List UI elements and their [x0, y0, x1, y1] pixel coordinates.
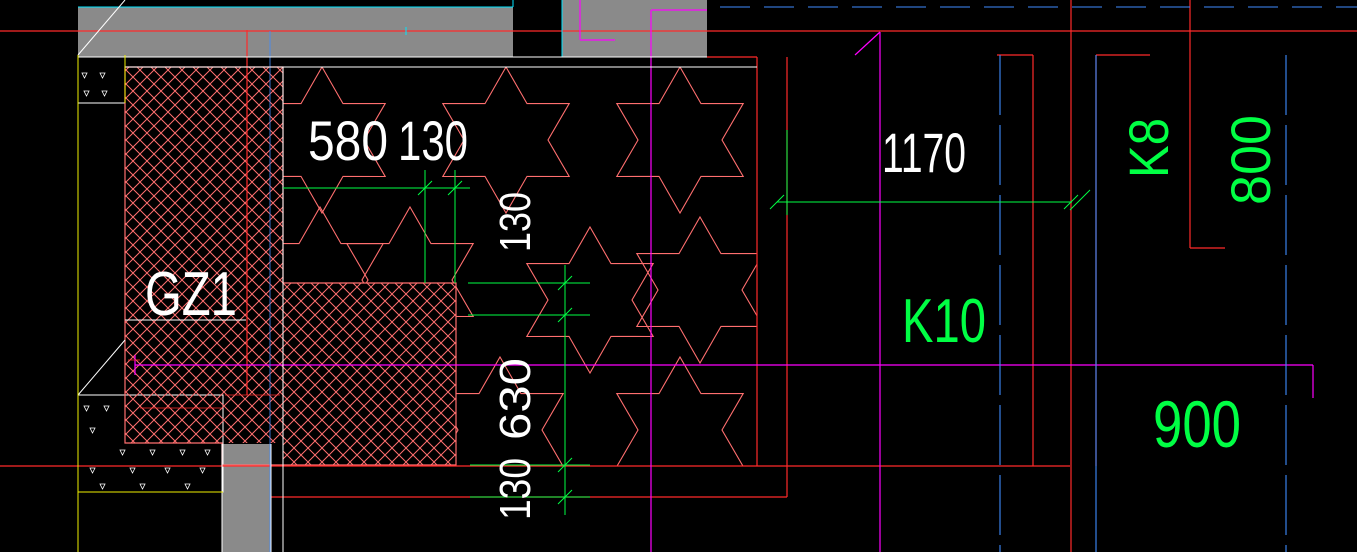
dim-130-vertical-label: 130 [491, 192, 540, 252]
dim-130-bottom-vertical-label: 130 [491, 458, 540, 520]
star-symbol [615, 355, 745, 466]
dim-630-vertical-label: 630 [491, 358, 540, 440]
column-hatch-left [125, 67, 283, 443]
dim-1170-label: 1170 [882, 121, 966, 184]
concrete-symbols [81, 72, 211, 490]
hatched-column [124, 66, 457, 466]
star-symbol [615, 67, 745, 215]
magenta-lines [134, 0, 1314, 552]
blue-axis-lines [269, 6, 1357, 552]
dimension-texts: 580 130 1170 130 630 130 GZ1 K8 K10 800 … [145, 109, 1282, 520]
cyan-lines [78, 0, 563, 57]
column-hatch-right [283, 283, 456, 465]
left-top-strip [77, 56, 126, 104]
star-symbol [283, 67, 387, 215]
star-symbol [441, 67, 571, 215]
dim-130-top-label: 130 [398, 109, 468, 172]
dim-800-label: 800 [1219, 115, 1282, 205]
dim-580-label: 580 [308, 109, 388, 172]
column-tag-gz1: GZ1 [145, 260, 237, 329]
star-symbol [635, 215, 757, 365]
tag-k8-label: K8 [1117, 118, 1180, 178]
tag-k10-label: K10 [902, 287, 986, 356]
star-symbol [525, 225, 655, 375]
column-hatch-black-gap [283, 67, 456, 283]
top-right-wall-slab [562, 0, 707, 57]
bottom-pillar-slab [222, 444, 271, 552]
yellow-lines [77, 55, 223, 552]
top-wall-slab [78, 7, 513, 57]
small-annotations [128, 359, 280, 409]
dim-900-label: 900 [1153, 387, 1241, 461]
green-dimension-lines [283, 130, 1091, 515]
